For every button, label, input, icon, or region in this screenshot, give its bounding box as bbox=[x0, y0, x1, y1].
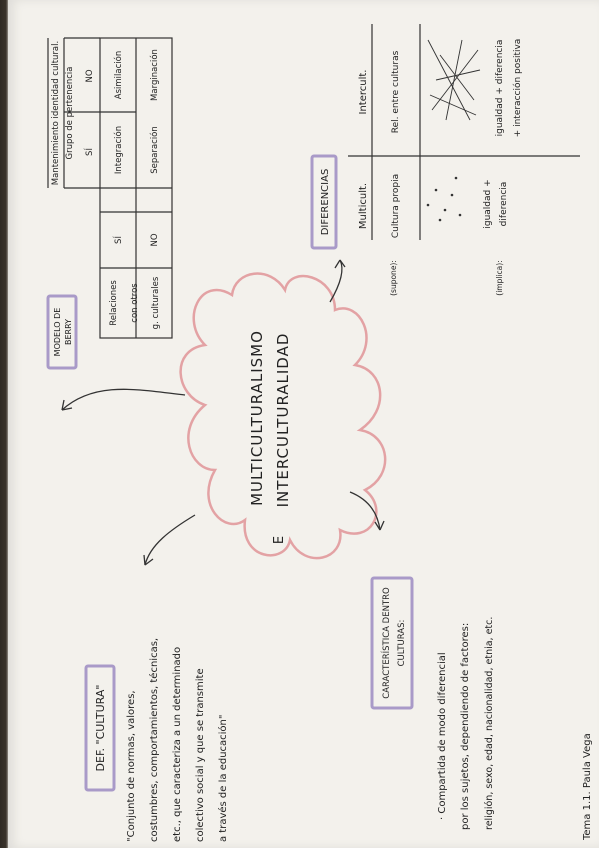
characteristic-line-3: religión, sexo, edad, nacionalidad, etni… bbox=[484, 617, 495, 830]
characteristic-title-line1: CARACTERÍSTICA DENTRO bbox=[380, 587, 392, 699]
differences-row2-col1-line2: diferencia bbox=[499, 182, 509, 227]
berry-title-line1: MODELO DE bbox=[53, 308, 62, 357]
berry-col-si: SÍ bbox=[83, 148, 95, 156]
center-line1: MULTICULTURALISMO bbox=[248, 330, 266, 506]
arrow-to-berry bbox=[61, 388, 186, 411]
differences-col-multicult: Multicult. bbox=[358, 183, 369, 229]
culture-title: DEF. "CULTURA" bbox=[94, 685, 107, 772]
characteristic-line-1: · Compartida de modo diferencial bbox=[437, 652, 448, 820]
characteristic-line-2: por los sujetos, dependiendo de factores… bbox=[460, 623, 471, 830]
differences-title-box bbox=[310, 154, 338, 250]
differences-row2-col1-line1: igualdad + bbox=[483, 179, 493, 228]
berry-col-no: NO bbox=[85, 69, 95, 82]
culture-line-5: a través de la educación" bbox=[217, 715, 229, 843]
berry-row-no: NO bbox=[150, 233, 160, 246]
arrowhead-differences bbox=[334, 259, 346, 269]
differences-row2-col2-line2: + interacción positiva bbox=[512, 39, 523, 138]
berry-col-header: Mantenimiento identidad cultural. bbox=[51, 41, 61, 185]
culture-line-4: colectivo social y que se transmite bbox=[195, 668, 206, 842]
arrowhead-berry bbox=[61, 399, 73, 411]
berry-cell-asimilacion: Asimilación bbox=[113, 51, 124, 99]
berry-row-header-1: Relaciones bbox=[109, 280, 119, 326]
berry-table-grid bbox=[47, 37, 173, 339]
culture-line-2: costumbres, comportamientos, técnicas, bbox=[148, 638, 160, 842]
differences-grid bbox=[348, 24, 580, 240]
berry-cell-integracion: Integración bbox=[113, 126, 124, 174]
dots-scatter bbox=[426, 176, 462, 222]
arrowhead-culture bbox=[143, 554, 154, 566]
culture-line-1: "Conjunto de normas, valores, bbox=[126, 690, 137, 842]
berry-cell-separacion: Separación bbox=[149, 126, 160, 174]
arrow-to-culture bbox=[144, 514, 196, 566]
berry-title-box bbox=[46, 294, 78, 370]
differences-row1-label: (supone): bbox=[389, 260, 398, 296]
berry-cell-marginacion: Marginación bbox=[149, 49, 160, 101]
footer-author: Tema 1.1. Paula Vega bbox=[582, 733, 593, 841]
characteristic-title-box bbox=[370, 576, 414, 710]
differences-title: DIFERENCIAS bbox=[320, 169, 331, 236]
differences-col-intercult: Intercult. bbox=[358, 70, 369, 115]
characteristic-title-line2: CULTURAS: bbox=[397, 620, 407, 667]
differences-row1-col2: Rel. entre culturas bbox=[391, 50, 401, 133]
berry-col-sub: Grupo de pertenencia bbox=[65, 66, 75, 159]
culture-line-3: etc., que caracteriza a un determinado bbox=[172, 647, 183, 842]
culture-definition-text: "Conjunto de normas, valores, costumbres… bbox=[126, 638, 229, 842]
differences-row1-col1: Cultura propia bbox=[391, 174, 401, 238]
arrowhead-characteristic bbox=[374, 520, 385, 531]
center-line2: INTERCULTURALIDAD bbox=[274, 333, 292, 508]
berry-row-si: SÍ bbox=[112, 236, 124, 244]
center-conj: E bbox=[272, 536, 287, 544]
arrow-to-differences bbox=[329, 259, 343, 303]
crossing-lines bbox=[427, 39, 481, 121]
differences-row2-col2-line1: igualdad + diferencia bbox=[495, 40, 505, 137]
arrow-to-characteristic bbox=[349, 491, 381, 531]
connector-arrows bbox=[61, 259, 385, 566]
notebook-page bbox=[8, 0, 599, 848]
central-cloud bbox=[179, 272, 387, 560]
berry-row-header-3: g. culturales bbox=[151, 276, 161, 329]
differences-row2-label: (implica): bbox=[495, 260, 504, 295]
berry-title-line2: BERRY bbox=[64, 319, 73, 345]
culture-title-box bbox=[84, 664, 116, 792]
berry-row-header-2: con otros bbox=[130, 283, 140, 323]
